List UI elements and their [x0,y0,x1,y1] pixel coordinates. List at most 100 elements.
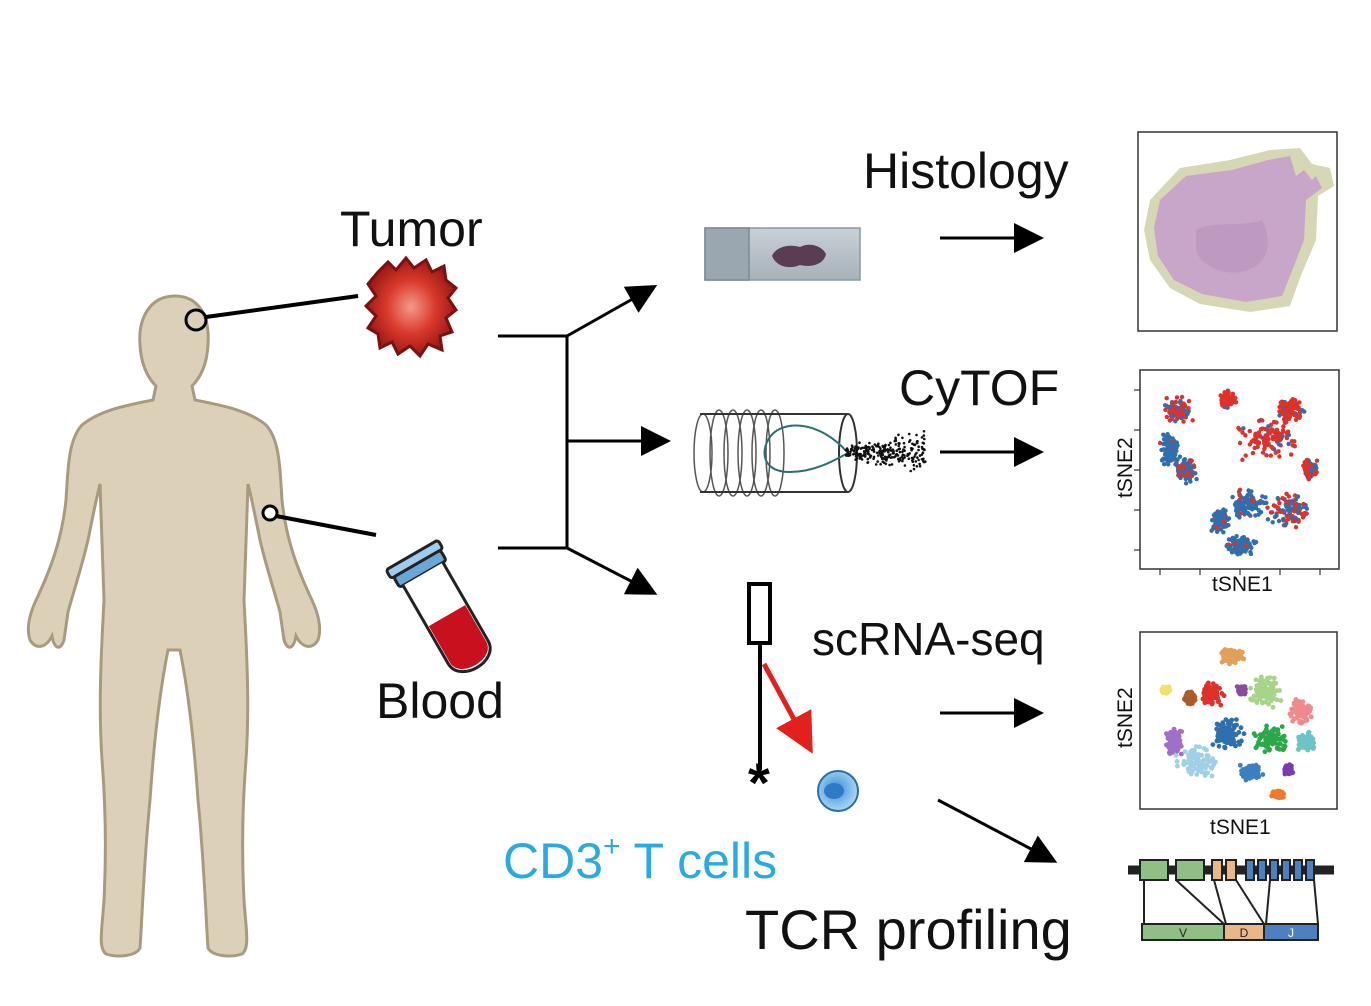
scrna-cell-point [1220,736,1226,742]
scrna-cell-point [1182,749,1188,754]
cytof-cell-point [1219,512,1225,518]
histology-slide-icon [704,227,861,281]
cytof-cell-point [1237,492,1242,497]
cytof-cell-point [1221,519,1226,525]
cytof-cell-point [1188,474,1194,479]
scrna-cell-point [1175,740,1180,745]
scrna-cell-point [1185,766,1191,772]
ion-particle [862,446,866,450]
ion-particle [911,460,915,464]
tumor-icon [363,255,459,359]
cytof-cell-point [1278,437,1283,443]
scrna-cell-point [1272,789,1278,795]
cytof-cell-point [1253,431,1258,436]
cytof-cell-point [1247,541,1252,546]
scrna-cell-point [1240,649,1245,655]
scrna-cell-point [1303,712,1308,717]
cytof-cell-point [1287,504,1292,510]
scrna-cell-point [1233,732,1239,738]
cytof-cell-point [1174,445,1179,451]
cytof-cell-point [1249,506,1254,511]
cytof-cell-point [1289,499,1295,505]
ion-particle [894,443,898,446]
scrna-cell-point [1194,772,1200,777]
scrna-cell-point [1227,660,1233,666]
scrna-cell-point [1297,699,1302,704]
cytof-cell-point [1280,407,1285,413]
scrna-cell-point [1210,681,1216,687]
tcr-profiling-label: TCR profiling [745,898,1072,961]
scrna-cell-point [1210,700,1215,706]
scrna-cell-point [1299,720,1305,726]
scrna-cell-point [1292,716,1298,722]
scrnaseq-x-axis-label: tSNE1 [1210,816,1271,839]
ion-particle [873,443,877,446]
cytof-cell-point [1271,419,1277,425]
cytof-cell-point [1277,454,1282,459]
cytof-cell-point [1296,510,1301,516]
scrna-cell-point [1260,772,1266,777]
scrnaseq-y-axis-label: tSNE2 [1114,687,1137,748]
scrna-cell-point [1252,763,1257,769]
scrna-cell-point [1228,729,1234,735]
scrna-cell-point [1168,729,1173,735]
cytof-cell-point [1294,502,1299,507]
ion-particle [901,459,904,463]
ion-particle [864,454,867,457]
scrna-cell-point [1236,650,1241,656]
cytof-cell-point [1268,453,1274,458]
ion-particle [864,446,868,449]
cytof-cell-point [1268,510,1274,515]
cytof-cell-point [1289,452,1294,457]
cytof-cell-point [1272,434,1278,439]
cytof-cell-point [1237,427,1242,432]
cytof-y-axis-label: tSNE2 [1114,437,1137,498]
cytof-cell-point [1249,439,1255,444]
sampling-lines [184,294,377,537]
ion-particle [858,457,861,460]
scrna-cell-point [1167,740,1173,745]
ion-particle [924,460,927,463]
scrna-cell-point [1296,708,1302,714]
cytof-cell-point [1296,506,1301,511]
cytof-cell-point [1265,517,1271,522]
ion-particle [900,455,904,459]
ion-particle [908,440,911,444]
cytof-cell-point [1244,494,1250,499]
scrna-cell-point [1223,727,1228,733]
cytof-cell-point [1284,435,1290,441]
scrna-cell-point [1270,734,1275,740]
scrnaseq-cluster-points [1159,647,1317,800]
scrna-cell-point [1182,696,1188,702]
cytof-cell-point [1184,462,1190,467]
cytof-cell-point [1178,408,1183,413]
ion-particle [923,448,926,452]
cd3-tcells-label: CD3+ T cells [503,832,778,889]
scrna-cell-point [1196,752,1201,757]
scrna-cell-point [1254,689,1260,695]
ion-particle [907,457,911,461]
cytof-instrument-icon [693,409,858,497]
cytof-cell-point [1256,441,1261,447]
ion-particle [849,450,852,454]
cytof-cell-point [1240,430,1245,435]
ion-particle [912,467,916,471]
scrna-cell-point [1174,746,1180,751]
cytof-cell-point [1293,417,1299,422]
tcells-text: T cells [620,833,778,889]
cd3-text: CD3 [503,833,604,889]
cytof-cell-point [1233,508,1239,513]
output-arrows [937,223,1058,863]
cytof-cell-point [1252,445,1257,451]
cytof-cell-point [1159,447,1164,453]
scrna-cell-point [1270,686,1276,692]
scrna-cell-point [1181,758,1187,764]
ion-particle [906,454,909,458]
scrna-cell-point [1277,688,1282,693]
ion-particle [845,454,848,457]
scrnaseq-tsne-plot [1139,631,1338,810]
cytof-cell-point [1238,549,1243,554]
ion-particle [879,447,882,450]
scrna-cell-point [1216,738,1222,743]
cytof-cell-point [1167,418,1173,423]
